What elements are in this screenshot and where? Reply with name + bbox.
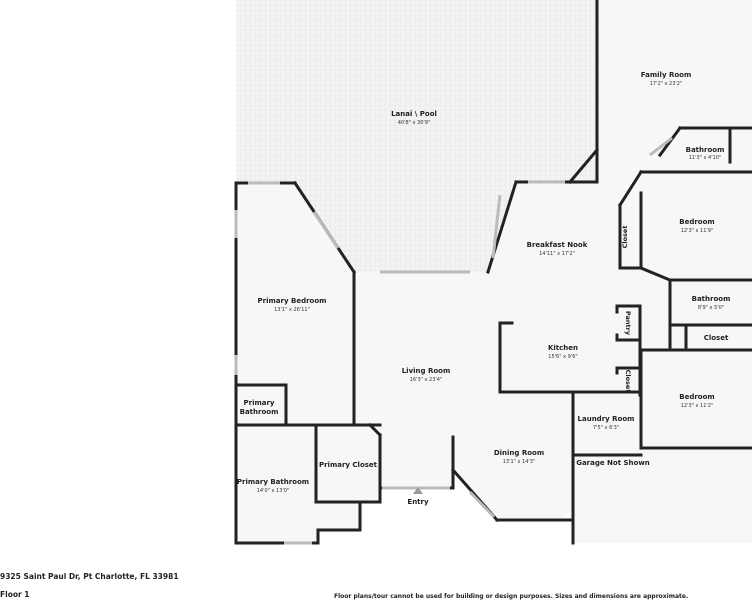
primary-bedroom-label: Primary Bedroom [258, 297, 327, 305]
bedroom-upper-dims: 12'3" x 11'9" [681, 228, 714, 234]
living-dims: 16'3" x 23'4" [410, 377, 443, 383]
interior-floor [236, 0, 752, 543]
bathroom-mid-label: Bathroom [692, 295, 731, 303]
breakfast-nook-label: Breakfast Nook [527, 241, 588, 249]
garage-note: Garage Not Shown [576, 459, 650, 467]
bathroom-upper-dims: 11'3" x 4'10" [689, 155, 722, 161]
bathroom-mid-dims: 8'9" x 5'0" [698, 305, 724, 311]
disclaimer: Floor plans/tour cannot be used for buil… [334, 593, 689, 600]
family-room-dims: 17'2" x 23'2" [650, 81, 683, 87]
lanai-label: Lanai \ Pool [391, 110, 437, 118]
primary-bath-small-label-1: Primary [243, 399, 274, 407]
living-label: Living Room [402, 367, 451, 375]
entry-label: Entry [407, 498, 429, 506]
closet-vertical-label: Closet [621, 226, 629, 249]
dining-dims: 13'1" x 14'3" [503, 459, 536, 465]
breakfast-nook-dims: 14'11" x 17'2" [539, 251, 575, 257]
primary-bathroom-label: Primary Bathroom [237, 478, 309, 486]
dining-label: Dining Room [494, 449, 544, 457]
bedroom-upper-label: Bedroom [679, 218, 714, 226]
bedroom-lower-label: Bedroom [679, 393, 714, 401]
family-room-label: Family Room [641, 71, 692, 79]
pantry-label: Pantry [624, 311, 632, 336]
bedroom-lower-dims: 12'3" x 11'2" [681, 403, 714, 409]
closet-kitchen-label: Closet [624, 370, 632, 393]
floor-label: Floor 1 [0, 590, 30, 599]
primary-bath-small-label-2: Bathroom [240, 408, 279, 416]
primary-bedroom-dims: 13'1" x 26'11" [274, 307, 310, 313]
kitchen-dims: 15'6" x 9'6" [548, 354, 577, 360]
lanai-area [236, 0, 597, 272]
primary-closet-label: Primary Closet [319, 461, 378, 469]
laundry-dims: 7'5" x 6'3" [593, 425, 619, 431]
primary-bathroom-dims: 14'0" x 13'0" [257, 488, 290, 494]
property-address: 9325 Saint Paul Dr, Pt Charlotte, FL 339… [0, 572, 179, 581]
entry-arrow-icon [413, 487, 423, 494]
bathroom-upper-label: Bathroom [686, 146, 725, 154]
lanai-dims: 40'8" x 30'9" [398, 120, 431, 126]
kitchen-label: Kitchen [548, 344, 578, 352]
laundry-label: Laundry Room [578, 415, 635, 423]
closet-mid-label: Closet [704, 334, 729, 342]
